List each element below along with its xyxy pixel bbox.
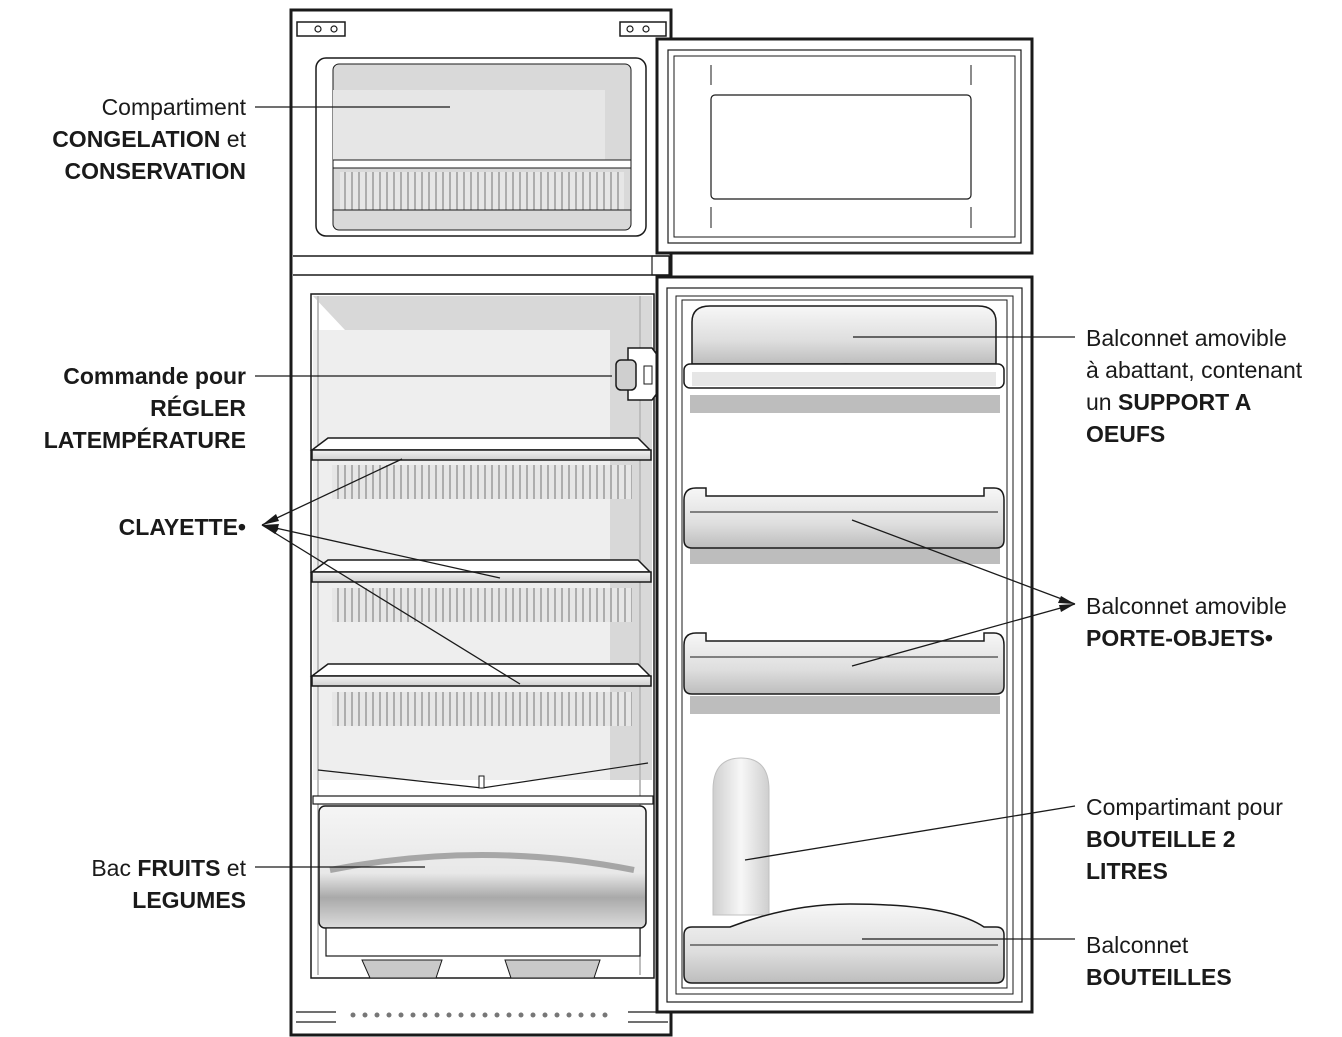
crisper-cover xyxy=(312,762,654,805)
freezer-compartment xyxy=(315,57,647,237)
object-balcony-1 xyxy=(683,487,1005,549)
leader-arrowheads xyxy=(262,514,1075,612)
leader-lines xyxy=(255,106,1076,940)
label-line: CLAYETTE• xyxy=(118,514,246,540)
leader-object-balcony-2 xyxy=(851,603,1076,667)
leader-object-balcony-1 xyxy=(851,519,1076,605)
label-shelf: CLAYETTE• xyxy=(119,511,246,543)
object-balcony-2 xyxy=(683,632,1005,695)
glass-shelf-1 xyxy=(309,437,652,499)
label-bottle-compartment: Compartimant pour BOUTEILLE 2 LITRES xyxy=(1086,791,1283,887)
leader-shelf-3 xyxy=(261,524,521,685)
label-line: LATEMPÉRATURE xyxy=(43,427,246,453)
arrowhead-object-balcony-1 xyxy=(1058,596,1075,604)
label-line: BOUTEILLES xyxy=(1086,964,1232,990)
label-line: CONGELATION et xyxy=(52,126,246,152)
leader-bottle-holder xyxy=(744,805,1076,861)
label-line: Compartimant pour xyxy=(1086,794,1283,820)
label-line: à abattant, contenant xyxy=(1086,357,1303,383)
label-line: Bac FRUITS et xyxy=(91,855,246,881)
egg-balcony xyxy=(683,305,1005,389)
label-line: OEUFS xyxy=(1086,421,1166,447)
vent-grille xyxy=(350,1012,608,1018)
label-line: Balconnet amovible xyxy=(1086,325,1287,351)
glass-shelf-3 xyxy=(309,663,652,726)
label-bottle-balcony: Balconnet BOUTEILLES xyxy=(1086,929,1232,993)
label-line: LITRES xyxy=(1086,858,1168,884)
bottle-holder xyxy=(712,757,770,916)
label-line: RÉGLER xyxy=(150,395,246,421)
label-line: CONSERVATION xyxy=(64,158,246,184)
label-line: Balconnet amovible xyxy=(1086,593,1287,619)
arrowhead-shelf-1 xyxy=(262,514,279,525)
label-line: Compartiment xyxy=(101,94,246,120)
label-thermostat-control: Commande pour RÉGLER LATEMPÉRATURE xyxy=(44,360,246,456)
label-object-balcony: Balconnet amovible PORTE-OBJETS• xyxy=(1086,590,1287,654)
label-crisper-drawer: Bac FRUITS et LEGUMES xyxy=(91,852,246,916)
bottle-balcony xyxy=(683,903,1005,984)
label-line: Balconnet xyxy=(1086,932,1189,958)
crisper-drawer xyxy=(318,805,647,979)
leader-shelf-2 xyxy=(261,524,501,579)
leader-shelf-1 xyxy=(261,458,403,526)
glass-shelf-2 xyxy=(309,559,652,622)
label-line: Commande pour xyxy=(63,363,246,389)
arrowhead-object-balcony-2 xyxy=(1059,604,1075,612)
label-egg-balcony: Balconnet amovible à abattant, contenant… xyxy=(1086,322,1302,450)
arrowhead-shelf-3 xyxy=(262,525,279,534)
label-line: un SUPPORT A xyxy=(1086,389,1252,415)
label-line: LEGUMES xyxy=(132,887,246,913)
label-line: PORTE-OBJETS• xyxy=(1086,625,1273,651)
label-line: BOUTEILLE 2 xyxy=(1086,826,1236,852)
label-freezer-compartment: Compartiment CONGELATION et CONSERVATION xyxy=(52,91,246,187)
freezer-door xyxy=(655,37,1034,255)
